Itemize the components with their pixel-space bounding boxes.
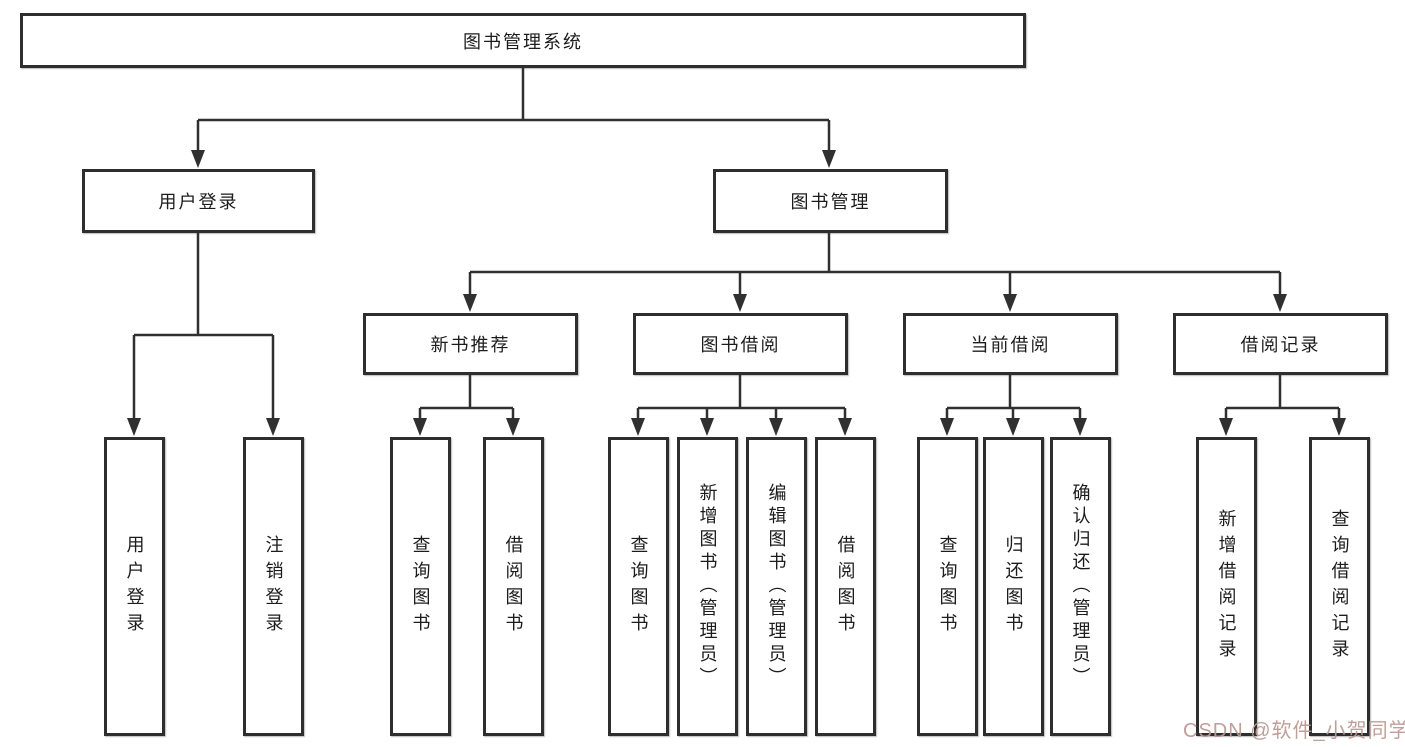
node-new-book-recommend-label: 新书推荐 xyxy=(430,335,511,355)
leaf-add-borrow-record-label: 新增借阅记录 xyxy=(1216,508,1237,665)
node-book-borrow: 图书借阅 xyxy=(633,313,848,375)
leaf-borrow-books-recommend: 借阅图书 xyxy=(483,437,544,736)
leaf-query-books-recommend: 查询图书 xyxy=(390,437,451,736)
leaf-query-books-borrow: 查询图书 xyxy=(608,437,669,736)
leaf-query-books-current: 查询图书 xyxy=(917,437,978,736)
node-user-login-label: 用户登录 xyxy=(158,192,239,212)
csdn-watermark: CSDN @软件_小贺同学 xyxy=(1183,720,1405,742)
leaf-confirm-return-admin-label: 确认归还（管理员） xyxy=(1070,483,1091,690)
connector-borrow-records-to-leaves xyxy=(1219,375,1346,436)
node-borrow-records: 借阅记录 xyxy=(1173,313,1388,375)
leaf-add-borrow-record: 新增借阅记录 xyxy=(1196,437,1257,736)
leaf-logout: 注销登录 xyxy=(243,437,304,736)
node-new-book-recommend: 新书推荐 xyxy=(363,313,578,375)
node-root-label: 图书管理系统 xyxy=(463,31,583,52)
leaf-confirm-return-admin: 确认归还（管理员） xyxy=(1050,437,1111,736)
leaf-return-books: 归还图书 xyxy=(983,437,1044,736)
leaf-user-login: 用户登录 xyxy=(104,437,165,736)
leaf-return-books-label: 归还图书 xyxy=(1003,534,1024,639)
connector-book-management-to-level2 xyxy=(463,233,1287,312)
leaf-add-books-admin-label: 新增图书（管理员） xyxy=(697,483,718,690)
connector-root-to-level1 xyxy=(191,68,836,168)
node-book-management: 图书管理 xyxy=(713,169,948,233)
leaf-add-books-admin: 新增图书（管理员） xyxy=(677,437,738,736)
node-current-borrow: 当前借阅 xyxy=(903,313,1118,375)
node-book-management-label: 图书管理 xyxy=(790,192,871,212)
connector-new-book-recommend-to-leaves xyxy=(413,375,520,436)
node-current-borrow-label: 当前借阅 xyxy=(970,335,1051,355)
leaf-query-books-recommend-label: 查询图书 xyxy=(410,534,431,639)
connector-current-borrow-to-leaves xyxy=(940,375,1087,436)
leaf-borrow-books: 借阅图书 xyxy=(815,437,876,736)
leaf-user-login-label: 用户登录 xyxy=(124,534,145,639)
node-book-borrow-label: 图书借阅 xyxy=(700,335,781,355)
leaf-edit-books-admin: 编辑图书（管理员） xyxy=(746,437,807,736)
leaf-borrow-books-recommend-label: 借阅图书 xyxy=(503,534,524,639)
leaf-query-borrow-record-label: 查询借阅记录 xyxy=(1329,508,1350,665)
connector-user-login-to-leaves xyxy=(127,233,280,436)
leaf-query-books-borrow-label: 查询图书 xyxy=(628,534,649,639)
leaf-logout-label: 注销登录 xyxy=(263,534,284,639)
leaf-query-books-current-label: 查询图书 xyxy=(937,534,958,639)
leaf-query-borrow-record: 查询借阅记录 xyxy=(1309,437,1370,736)
node-user-login: 用户登录 xyxy=(82,169,315,233)
connector-book-borrow-to-leaves xyxy=(631,375,852,436)
leaf-edit-books-admin-label: 编辑图书（管理员） xyxy=(766,483,787,690)
node-borrow-records-label: 借阅记录 xyxy=(1240,335,1321,355)
leaf-borrow-books-label: 借阅图书 xyxy=(835,534,856,639)
node-root: 图书管理系统 xyxy=(20,13,1026,68)
